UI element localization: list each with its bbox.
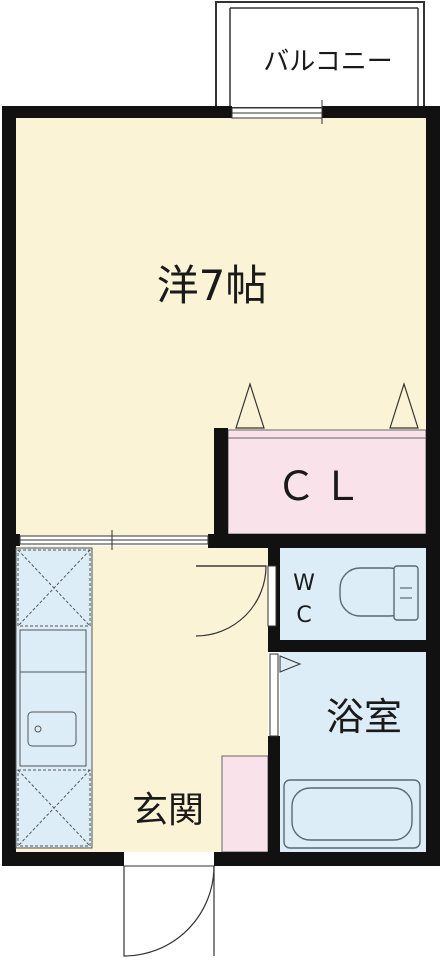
wc-door [267, 565, 277, 627]
shoe-cabinet [221, 755, 269, 853]
closet-label: ＣＬ [276, 464, 368, 510]
walls [2, 106, 440, 866]
closet-rail [227, 429, 427, 439]
balcony-label: バルコニー [263, 47, 392, 77]
entrance-door [123, 854, 215, 957]
balcony: バルコニー [215, 1, 425, 109]
closet-door-left [235, 382, 265, 429]
wc-label-w: W [293, 571, 315, 596]
kitchen-counter [15, 547, 93, 849]
toilet [339, 565, 419, 621]
closet-door-right [389, 382, 419, 429]
hall-door [195, 565, 267, 637]
wc-label-c: C [296, 603, 311, 628]
balcony-window [231, 100, 323, 124]
room-sliding-door [19, 530, 209, 550]
bath-door [269, 653, 302, 737]
bath-label: 浴室 [326, 695, 402, 739]
western-room-label: 洋7帖 [157, 261, 268, 310]
entrance-label: 玄関 [132, 790, 204, 831]
bathtub [283, 779, 421, 849]
